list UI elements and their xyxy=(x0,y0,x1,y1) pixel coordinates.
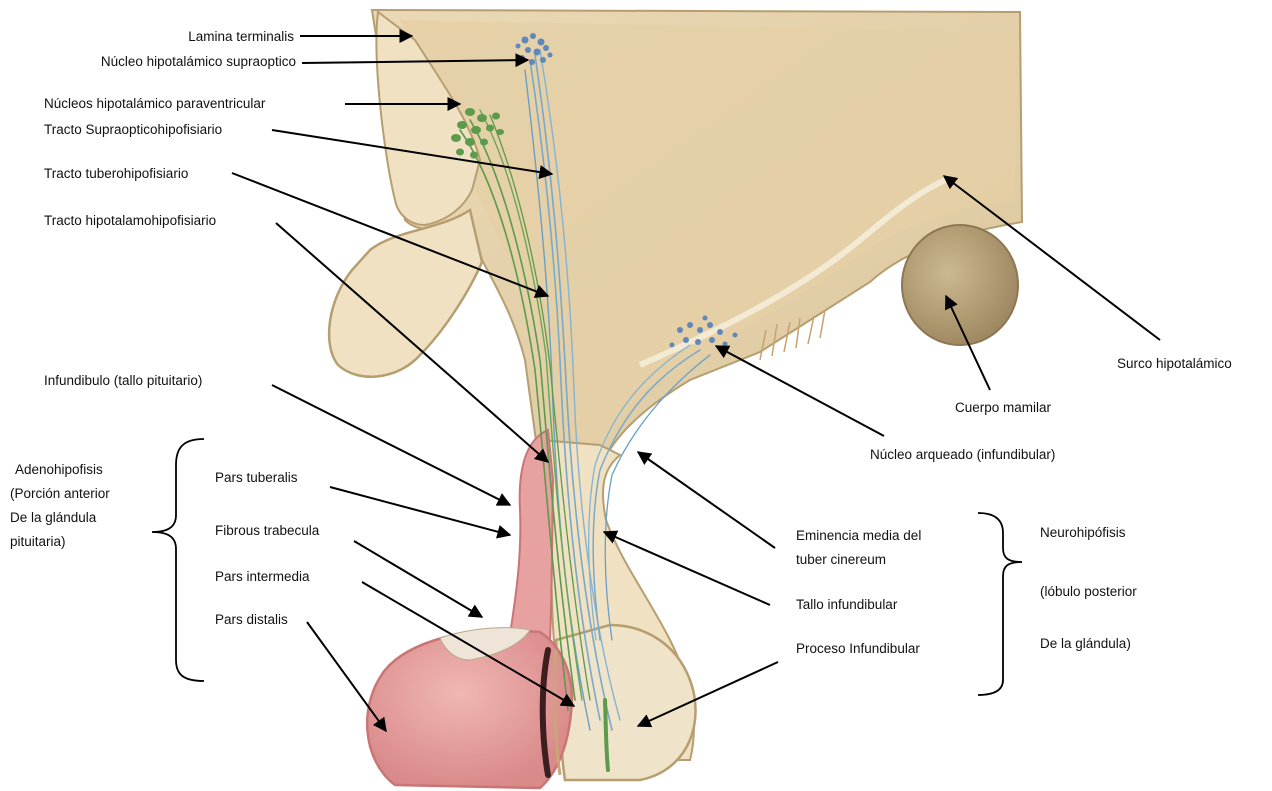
label-fibrous-trabecula: Fibrous trabecula xyxy=(215,523,320,538)
arrow-pars-distalis xyxy=(307,622,386,731)
label-eminencia-line2: tuber cinereum xyxy=(796,552,886,567)
label-infundibulo: Infundibulo (tallo pituitario) xyxy=(44,373,202,388)
label-tracto-supraopticohipofisiario: Tracto Supraopticohipofisiario xyxy=(44,122,222,137)
label-tracto-hipotalamohipofisiario: Tracto hipotalamohipofisiario xyxy=(44,213,216,228)
label-adenohipofisis-line1: Adenohipofisis xyxy=(15,462,103,477)
label-neurohipofisis-line1: Neurohipófisis xyxy=(1040,525,1126,540)
arrow-nucleo-arqueado xyxy=(716,346,884,436)
label-adenohipofisis-line2: (Porción anterior xyxy=(10,486,110,501)
optic-chiasm xyxy=(329,210,482,377)
label-lamina-terminalis: Lamina terminalis xyxy=(188,29,294,44)
label-tallo-infundibular: Tallo infundibular xyxy=(796,597,898,612)
label-pars-tuberalis: Pars tuberalis xyxy=(215,470,298,485)
label-nucleo-supraoptico: Núcleo hipotalámico supraoptico xyxy=(101,54,296,69)
adenohipofisis-brace xyxy=(152,439,204,681)
label-surco-hipotalamico: Surco hipotalámico xyxy=(1117,356,1232,371)
label-eminencia-line1: Eminencia media del xyxy=(796,528,921,543)
label-cuerpo-mamilar: Cuerpo mamilar xyxy=(955,400,1052,415)
arrow-infundibulo xyxy=(272,385,510,505)
label-neurohipofisis-line3: De la glándula) xyxy=(1040,636,1131,651)
label-pars-distalis: Pars distalis xyxy=(215,612,288,627)
label-adenohipofisis-line4: pituitaria) xyxy=(10,534,66,549)
brain-tissue xyxy=(329,10,1022,788)
arrow-fibrous-trabecula xyxy=(354,541,482,617)
neurohipofisis-brace xyxy=(978,513,1022,695)
label-nucleos-paraventricular: Núcleos hipotalámico paraventricular xyxy=(44,96,266,111)
label-proceso-infundibular: Proceso Infundibular xyxy=(796,641,920,656)
label-nucleo-arqueado: Núcleo arqueado (infundibular) xyxy=(870,447,1055,462)
label-pars-intermedia: Pars intermedia xyxy=(215,569,310,584)
label-tracto-tuberohipofisiario: Tracto tuberohipofisiario xyxy=(44,166,188,181)
arrow-eminencia-media xyxy=(638,452,775,548)
label-adenohipofisis-line3: De la glándula xyxy=(10,510,97,525)
arrow-pars-tuberalis xyxy=(330,487,510,535)
label-neurohipofisis-line2: (lóbulo posterior xyxy=(1040,584,1137,599)
